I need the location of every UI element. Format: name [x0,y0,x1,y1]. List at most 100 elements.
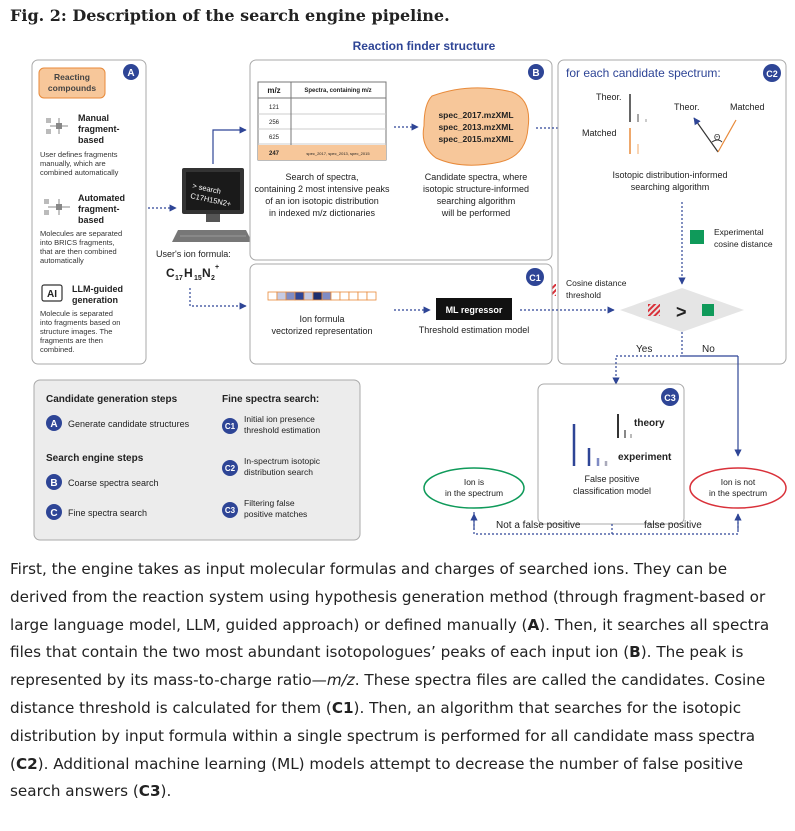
legend-badge-c2 [222,460,238,476]
legend-badge-c1-label: C1 [225,422,236,431]
llm-title-1: LLM-guided [72,284,123,294]
legend-candidate-title: Candidate generation steps [46,394,178,405]
text-line-6-a: distance threshold is calculated for the… [10,698,332,717]
cosine-threshold-2: threshold [566,290,601,300]
c2-theor-bars [629,94,647,122]
vector-desc-1: Ion formula [299,314,344,324]
search-desc-2: containing 2 most intensive peaks [254,184,390,194]
ref-b: B [629,643,641,662]
experimental-label-1: Experimental [714,227,764,237]
text-line-8-b: ). Additional machine learning (ML) mode… [37,754,744,773]
c3-theory-bars [617,414,632,438]
candidate-spectra-blob [422,87,530,166]
llm-desc-1: Molecule is separated [40,309,113,318]
mz-italic: m/z [326,671,355,690]
auto-desc-4: automatically [40,256,84,265]
panel-c1-box [249,263,553,365]
diamond-green [702,304,714,316]
table-row-2-mz: 256 [269,120,280,126]
panel-c3-badge-label: C3 [664,393,676,403]
cosine-threshold-1: Cosine distance [566,278,627,288]
mz-table: m/z Spectra, containing m/z 121 256 625 … [257,81,387,161]
panel-b-badge [528,64,544,80]
text-line-3: large language model, LLM, guided approa… [10,612,788,640]
legend-badge-b [46,474,62,490]
c2-theta: Θ [714,133,720,142]
candidate-file-3: spec_2015.mzXML [438,134,513,144]
legend-box [33,379,361,541]
formula-charge: + [215,264,219,271]
search-desc-1: Search of spectra, [285,172,358,182]
legend-c2-label-2: distribution search [244,467,313,477]
c2-header: for each candidate spectrum: [566,66,721,80]
manual-title-2: fragment- [78,124,120,134]
body-paragraph: First, the engine takes as input molecul… [10,556,788,806]
ion-not-in-spectrum-1: Ion is not [721,477,756,487]
manual-title-3: based [78,135,104,145]
vector-representation [267,291,377,301]
candidate-desc-1: Candidate spectra, where [425,172,528,182]
text-line-2: derived from the reaction system using h… [10,587,766,606]
text-line-5-a: represented by its mass-to-charge ratio— [10,671,327,690]
auto-title-1: Automated [78,193,125,203]
legend-badge-c3 [222,502,238,518]
auto-desc-2: into BRICS fragments, [40,238,115,247]
text-line-8-a: ( [10,754,16,773]
ion-formula-label: User's ion formula: [156,249,231,259]
ion-in-spectrum-2: in the spectrum [445,488,503,498]
formula-c-sub: 17 [175,275,183,282]
manual-title-1: Manual [78,113,109,123]
table-header-mz: m/z [267,86,280,95]
c2-desc-2: searching algorithm [631,182,710,192]
experimental-square [690,230,704,244]
text-line-4: files that contain the two most abundant… [10,639,788,667]
not-false-positive-label: Not a false positive [496,520,581,531]
formula-n: N [202,266,211,280]
ion-not-in-spectrum-2: in the spectrum [709,488,767,498]
text-line-4-b: ). The peak is [640,643,744,662]
compare-symbol: > [676,302,687,322]
legend-fine-title: Fine spectra search: [222,394,319,405]
table-row-1-mz: 121 [269,105,280,111]
ml-regressor-box [436,298,512,320]
connector-computer-to-c1 [189,288,247,310]
panel-c1-badge-label: C1 [529,273,541,283]
formula-h: H [184,266,193,280]
panel-a-badge [123,64,139,80]
ref-c1: C1 [331,698,354,717]
candidate-file-1: spec_2017.mzXML [438,110,513,120]
text-line-5: represented by its mass-to-charge ratio—… [10,667,788,695]
legend-badge-c [46,504,62,520]
c2-matched-left: Matched [582,128,617,138]
legend-c1-label-2: threshold estimation [244,425,320,435]
false-positive-label: false positive [644,520,702,531]
table-row-4-spectra: spec_2017, spec_2013, spec_2015 [306,151,370,156]
reacting-line-1: Reacting [54,72,90,82]
figure-title: Reaction finder structure [353,39,496,53]
legend-badge-a-label: A [50,419,57,430]
manual-fragment-icon [46,118,68,134]
text-line-3-a: large language model, LLM, guided approa… [10,615,528,634]
pipeline-figure: Reaction finder structure A Reacting com… [31,39,787,541]
legend-badge-a [46,415,62,431]
candidate-file-2: spec_2013.mzXML [438,122,513,132]
text-line-6: distance threshold is calculated for the… [10,695,788,723]
automated-fragment-icon [44,199,70,215]
text-line-3-b: ). Then, it searches all spectra [539,615,770,634]
manual-desc-2: manually, which are [40,159,106,168]
formula-n-sub: 2 [211,275,215,282]
text-line-7: distribution by input formula within a s… [10,726,756,745]
text-line-9-b: ). [160,782,172,801]
candidate-desc-2: isotopic structure-informed [423,184,529,194]
ion-formula: C 17 H 15 N 2 + [166,264,219,282]
c2-theor-left: Theor. [596,92,622,102]
llm-desc-2: into fragments based on [40,318,120,327]
legend-badge-c1 [222,418,238,434]
legend-engine-title: Search engine steps [46,453,144,464]
llm-title-2: generation [72,295,118,305]
cosine-angle-diagram [693,117,737,153]
ai-icon-label: AI [47,289,57,300]
legend-badge-c3-label: C3 [225,506,236,515]
text-line-6-b: ). Then, an algorithm that searches for … [353,698,742,717]
manual-desc-3: combined automatically [40,168,119,177]
